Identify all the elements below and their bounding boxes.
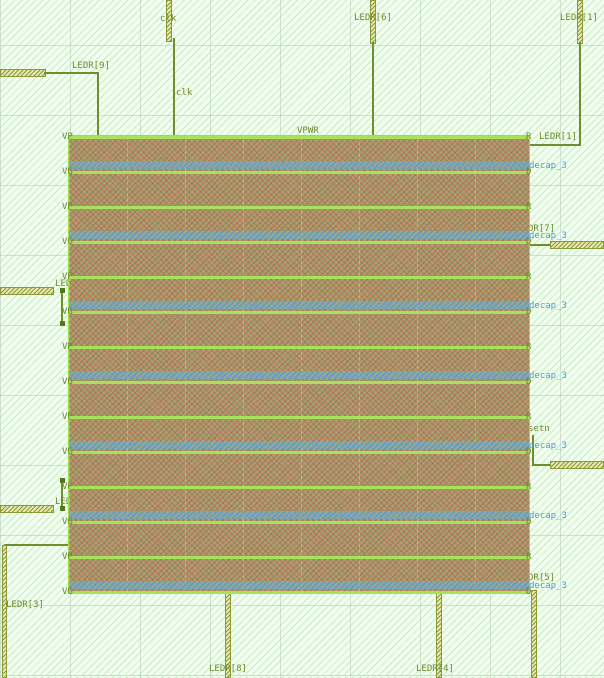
led-label-b: LED — [55, 497, 72, 507]
power-rail — [69, 451, 529, 454]
vpwr-label: VPWR — [297, 126, 319, 136]
ledr4-label: LEDR[4] — [416, 664, 454, 674]
decap-label: decap_3 — [529, 371, 567, 381]
row-label-right: D — [526, 237, 532, 247]
led-label-a: LED — [55, 279, 72, 289]
decap-label: decap_3 — [529, 161, 567, 171]
row-label: VP — [62, 132, 73, 142]
led-wire-a — [61, 290, 63, 324]
led-pin-a[interactable] — [0, 287, 54, 295]
decap-cell-row[interactable] — [69, 231, 529, 239]
clk-label-wire: clk — [176, 88, 193, 98]
row-label-right: R — [526, 552, 532, 562]
power-rail — [69, 311, 529, 314]
row-label-right: D — [526, 307, 532, 317]
ledr1-label: LEDR[1] — [539, 132, 577, 142]
decap-label: decap_3 — [529, 581, 567, 591]
row-label-right: R — [526, 202, 532, 212]
setn-pin[interactable] — [550, 461, 604, 469]
power-rail — [69, 206, 529, 209]
clk-label-top: clk — [160, 14, 177, 24]
row-label: VP — [62, 482, 73, 492]
via-dot — [60, 478, 65, 483]
ledr1-wire-h — [524, 144, 581, 146]
power-rail — [69, 556, 529, 559]
row-label: VP — [62, 272, 73, 282]
dr7-pin[interactable] — [550, 241, 604, 249]
power-rail — [69, 591, 529, 594]
decap-cell-row[interactable] — [69, 511, 529, 519]
ledr8-label: LEDR[8] — [209, 664, 247, 674]
row-label: VG — [62, 307, 73, 317]
row-label: VP — [62, 202, 73, 212]
decap-cell-row[interactable] — [69, 161, 529, 169]
via-dot — [60, 321, 65, 326]
power-rail — [69, 346, 529, 349]
ledr1-wire — [579, 42, 581, 146]
decap-cell-row[interactable] — [69, 301, 529, 309]
via-dot — [60, 288, 65, 293]
power-rail — [69, 416, 529, 419]
row-label-right: R — [526, 272, 532, 282]
row-label: VG — [62, 447, 73, 457]
standard-cell-core[interactable] — [68, 135, 530, 594]
setn-wire-h — [532, 464, 550, 466]
row-label: VG — [62, 517, 73, 527]
row-label: VG — [62, 237, 73, 247]
row-label-right: R — [526, 132, 532, 142]
row-label-right: R — [526, 342, 532, 352]
ledr3-label: LEDR[3] — [6, 600, 44, 610]
decap-cell-row[interactable] — [69, 581, 529, 589]
ledr9-wire-h — [44, 72, 98, 74]
clk-wire — [173, 38, 175, 136]
power-rail — [69, 276, 529, 279]
row-label-right: D — [526, 167, 532, 177]
decap-label: decap_3 — [529, 511, 567, 521]
row-label: VG — [62, 377, 73, 387]
led-wire-b — [61, 480, 63, 510]
setn-wire-v — [532, 435, 534, 465]
ledr3-pin[interactable] — [2, 545, 7, 678]
row-label-right: D — [526, 587, 532, 597]
power-rail — [69, 381, 529, 384]
ledr9-pin[interactable] — [0, 69, 46, 77]
ledr6-label: LEDR[6] — [354, 13, 392, 23]
row-label: VP — [62, 552, 73, 562]
ledr3-wire-h — [4, 544, 70, 546]
row-label-right: R — [526, 482, 532, 492]
row-label: VG — [62, 587, 73, 597]
row-label-right: D — [526, 377, 532, 387]
ledr6-wire — [372, 42, 374, 136]
power-rail — [69, 171, 529, 174]
dr5-label: DR[5] — [528, 573, 556, 583]
ledr9-label: LEDR[9] — [72, 61, 110, 71]
row-label: VP — [62, 412, 73, 422]
decap-label: decap_3 — [529, 231, 567, 241]
ledr1-label-top: LEDR[1] — [560, 13, 598, 23]
row-label: VP — [62, 342, 73, 352]
decap-cell-row[interactable] — [69, 441, 529, 449]
dr5-pin[interactable] — [531, 590, 537, 678]
decap-cell-row[interactable] — [69, 371, 529, 379]
power-rail — [69, 136, 529, 139]
decap-label: decap_3 — [529, 301, 567, 311]
dr7-label: DR[7] — [528, 224, 556, 234]
decap-label: decap_3 — [529, 441, 567, 451]
power-rail — [69, 241, 529, 244]
clk-pin-top[interactable] — [166, 0, 172, 42]
row-label: VG — [62, 167, 73, 177]
row-label-right: D — [526, 447, 532, 457]
power-rail — [69, 486, 529, 489]
via-dot — [60, 506, 65, 511]
led-pin-b[interactable] — [0, 505, 54, 513]
dr7-wire — [528, 244, 550, 246]
power-rail — [69, 521, 529, 524]
row-label-right: D — [526, 517, 532, 527]
setn-label: setn — [528, 424, 550, 434]
ledr9-wire-v — [97, 72, 99, 136]
row-label-right: R — [526, 412, 532, 422]
